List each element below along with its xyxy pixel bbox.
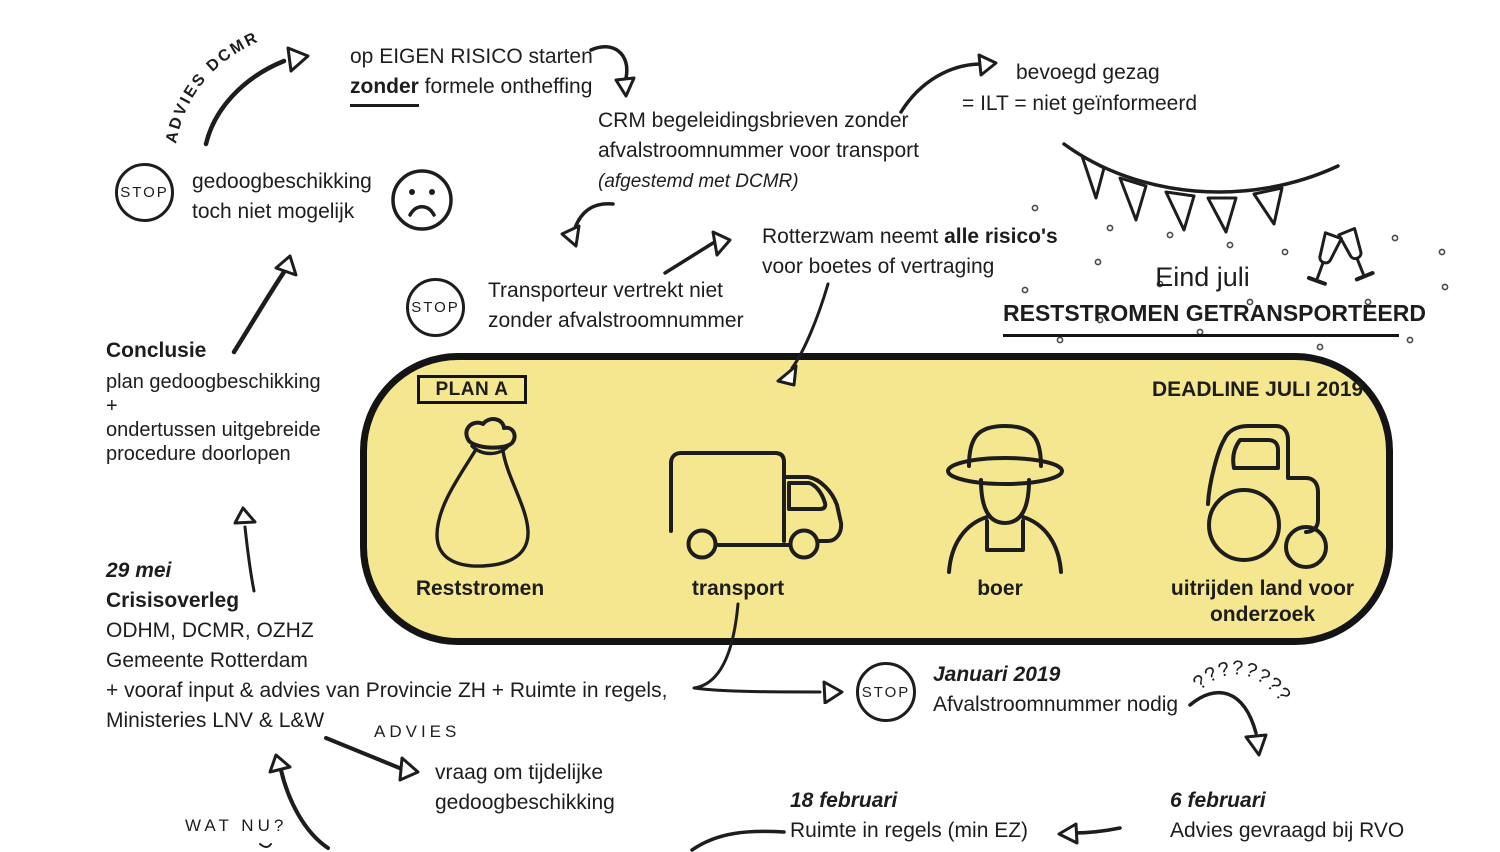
item-label-uitrijden-line1: uitrijden land voor [1170,577,1355,600]
arrow-to-bevoegd-gezag [899,53,998,114]
stop-icon: STOP [115,163,174,222]
feb18-note: 18 februari Ruimte in regels (min EZ) [790,786,1028,846]
confetti-dots [1021,204,1449,351]
tractor-icon [1206,424,1328,569]
transporteur-line2: zonder afvalstroomnummer [488,309,744,332]
crm-line3: (afgestemd met DCMR) [598,171,799,192]
arrow-questions-down: ???????? [1188,657,1295,757]
bunting-icon [1062,142,1340,234]
arrow-feb6-to-feb18 [1057,822,1122,845]
questions-curved-label: ???????? [1189,657,1294,706]
vraag-line2: gedoogbeschikking [435,791,615,814]
eigen-risico-note: op EIGEN RISICO starten zonder formele o… [350,42,593,107]
conclusie-line2: + [106,395,118,417]
crisis-note: 29 mei Crisisoverleg ODHM, DCMR, OZHZ Ge… [106,556,667,736]
conclusie-line1: plan gedoogbeschikking [106,371,321,393]
eigen-risico-line1: op EIGEN RISICO starten [350,45,593,68]
feb18-date: 18 februari [790,789,898,812]
plan-a-label: PLAN A [417,375,527,404]
sad-face-icon [391,169,453,231]
bevoegd-line1: bevoegd gezag [1016,61,1160,84]
arrow-wat-nu-up [259,753,330,850]
rotterzwam-pre: Rotterzwam neemt [762,225,945,248]
arrow-from-afgestemd [560,202,615,248]
feb6-note: 6 februari Advies gevraagd bij RVO [1170,786,1404,846]
gedoog-line1: gedoogbeschikking [192,170,372,193]
arrow-van-to-stop [692,602,844,704]
rotterzwam-note: Rotterzwam neemt alle risico's voor boet… [762,222,1058,282]
transporteur-line1: Transporteur vertrekt niet [488,279,723,302]
item-label-boer: boer [977,577,1023,600]
farmer-icon [946,424,1064,574]
van-icon [669,451,844,560]
deadline-label: DEADLINE JULI 2019 [1152,378,1364,401]
conclusie-line4: procedure doorlopen [106,443,291,465]
conclusie-note: plan gedoogbeschikking + ondertussen uit… [106,370,321,466]
januari-date: Januari 2019 [933,663,1061,686]
arrow-rotterzwam-to-plan [776,282,830,387]
januari-note: Januari 2019 Afvalstroomnummer nodig [933,660,1178,720]
rotterzwam-bold: alle risico's [944,225,1058,248]
arrow-to-rotterzwam [663,230,732,275]
svg-text:????????: ???????? [1189,657,1295,706]
crm-note: CRM begeleidingsbrieven zonder afvalstro… [598,106,919,197]
eigen-risico-zonder: zonder [350,72,419,107]
vraag-line1: vraag om tijdelijke [435,761,604,784]
eind-juli-label: Eind juli [1155,262,1250,292]
transported-headline: RESTSTROMEN GETRANSPORTEERD [1003,300,1426,337]
stop-icon: STOP [856,662,916,722]
feb18-text: Ruimte in regels (min EZ) [790,819,1029,842]
crisis-line1: ODHM, DCMR, OZHZ [106,619,314,642]
crisis-date: 29 mei [106,559,172,582]
arrow-to-crm [589,44,636,98]
transporteur-note: Transporteur vertrekt niet zonder afvals… [488,276,744,336]
arrow-advies-dcmr: ADVIES DCMR [163,29,310,147]
bevoegd-line2: = ILT = niet geïnformeerd [962,92,1198,115]
gedoog-note: gedoogbeschikking toch niet mogelijk [192,167,372,227]
champagne-glasses-icon [1306,227,1375,286]
arrow-to-feb18 [690,829,786,852]
item-label-uitrijden-line2: onderzoek [1209,603,1316,626]
januari-text: Afvalstroomnummer nodig [933,693,1179,716]
arrow-advies-down [324,736,420,782]
item-label-transport: transport [691,577,785,600]
item-label-uitrijden: uitrijden land voor onderzoek [1160,576,1365,628]
crisis-title: Crisisoverleg [106,589,240,612]
conclusie-title: Conclusie [106,339,207,362]
rotterzwam-line2: voor boetes of vertraging [762,255,995,278]
crisis-line2: Gemeente Rotterdam [106,649,308,672]
arrow-conclusie-up [231,254,298,355]
crm-line2: afvalstroomnummer voor transport [598,139,919,162]
advies-label: ADVIES [374,722,461,741]
item-label-reststromen: Reststromen [415,577,545,600]
arrow-crisis-up [233,506,257,593]
gedoog-line2: toch niet mogelijk [192,200,355,223]
stop-icon: STOP [406,278,465,337]
crisis-line3: + vooraf input & advies van Provincie ZH… [106,679,668,702]
bag-icon [435,417,530,568]
feb6-text: Advies gevraagd bij RVO [1170,819,1405,842]
conclusie-line3: ondertussen uitgebreide [106,419,321,441]
feb6-date: 6 februari [1170,789,1266,812]
eigen-risico-rest: formele ontheffing [418,75,593,98]
wat-nu-label: WAT NU? [185,816,288,835]
crisis-line4: Ministeries LNV & L&W [106,709,325,732]
crm-line1: CRM begeleidingsbrieven zonder [598,109,909,132]
vraag-note: vraag om tijdelijke gedoogbeschikking [435,758,615,818]
